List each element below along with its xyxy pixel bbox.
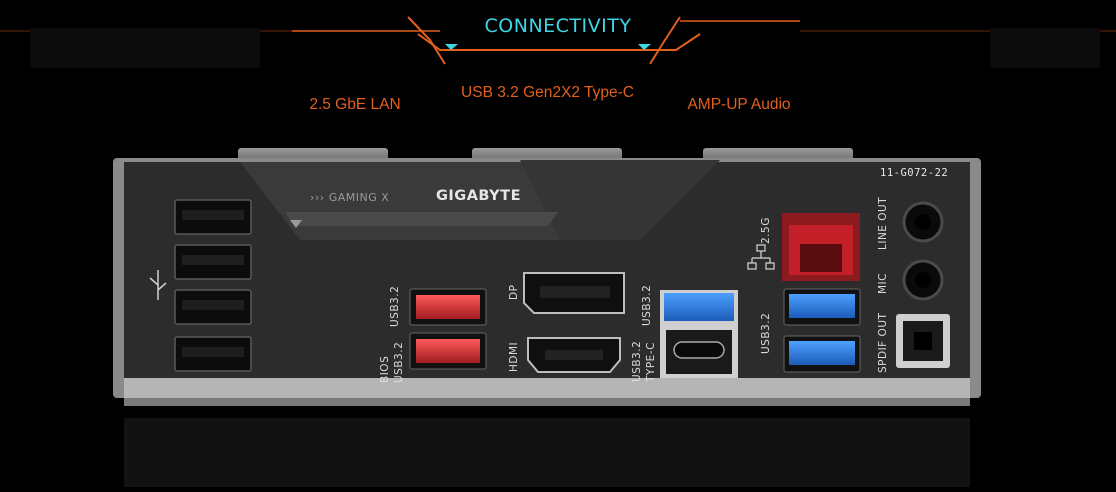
brand-logo-text: GIGABYTE [436, 188, 521, 204]
usb32-typec-line1-label: USB3.2 [631, 340, 643, 382]
connectivity-banner: CONNECTIVITY [0, 0, 1116, 70]
hdmi-label: HDMI [508, 341, 520, 372]
lan-speed-label: 2.5G [760, 217, 772, 244]
usb32-right-label: USB3.2 [760, 312, 772, 354]
gaming-series-text: ››› GAMING X [310, 191, 390, 204]
bios-usb32-label: USB3.2 [393, 341, 405, 383]
bios-label: BIOS [379, 355, 391, 383]
feature-lan-link[interactable]: 2.5 GbE LAN [309, 96, 401, 113]
feature-usb-typec-link[interactable]: USB 3.2 Gen2X2 Type-C [461, 84, 634, 101]
banner-title: CONNECTIVITY [484, 15, 632, 37]
feature-amp-up-audio-link[interactable]: AMP-UP Audio [687, 96, 791, 113]
mic-label: MIC [877, 273, 889, 294]
dp-label: DP [508, 284, 520, 300]
usb32-label: USB3.2 [389, 285, 401, 327]
spdif-out-label: SPDIF OUT [877, 312, 889, 373]
banner-frame [0, 16, 1116, 68]
model-code-text: 11-G072-22 [880, 167, 949, 179]
line-out-label: LINE OUT [877, 196, 889, 250]
typec-label: TYPE-C [645, 342, 657, 382]
usb32-top-label: USB3.2 [641, 284, 653, 326]
